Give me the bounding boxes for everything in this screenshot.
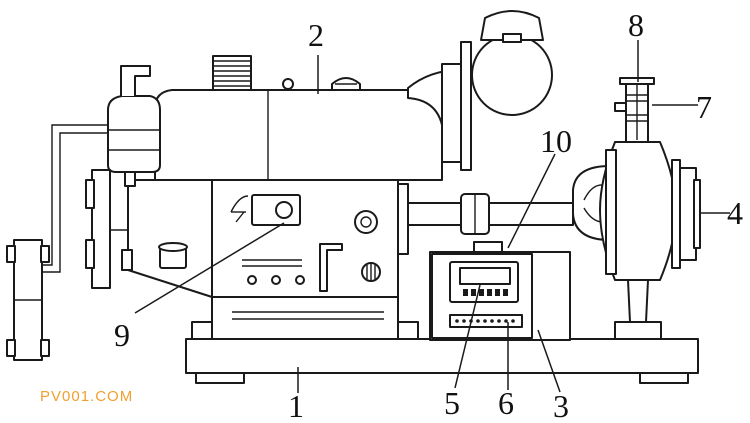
- label-pump-outlet: 4: [727, 195, 743, 231]
- label-box-top: 10: [540, 123, 572, 159]
- engine-support: [191, 296, 419, 340]
- pump-housing: [572, 141, 701, 340]
- base-frame: [185, 338, 699, 384]
- control-box: [429, 241, 571, 341]
- label-clamp-ring: 7: [696, 89, 712, 125]
- engine-body: [121, 55, 443, 298]
- label-display-screen: 5: [444, 385, 460, 421]
- left-flange: [6, 239, 50, 361]
- watermark: PV001.COM: [40, 388, 133, 405]
- filter-canister: [107, 65, 161, 187]
- coolant-pipes: [40, 124, 108, 273]
- label-side-panel: 9: [114, 317, 130, 353]
- side-panel: [85, 169, 128, 289]
- label-base: 1: [288, 388, 304, 423]
- exhaust-assembly: [407, 10, 553, 171]
- inlet-pipe: [614, 77, 655, 143]
- label-control-box: 3: [553, 388, 569, 423]
- label-engine: 2: [308, 17, 324, 53]
- leader-lines: [134, 40, 730, 393]
- part-numbers: 1 2 3 4 5 6 7 8 9 10: [114, 7, 743, 423]
- label-inlet-pipe: 8: [628, 7, 644, 43]
- drive-shaft: [407, 193, 574, 235]
- engine-panel-details: [158, 194, 381, 292]
- label-button-strip: 6: [498, 385, 514, 421]
